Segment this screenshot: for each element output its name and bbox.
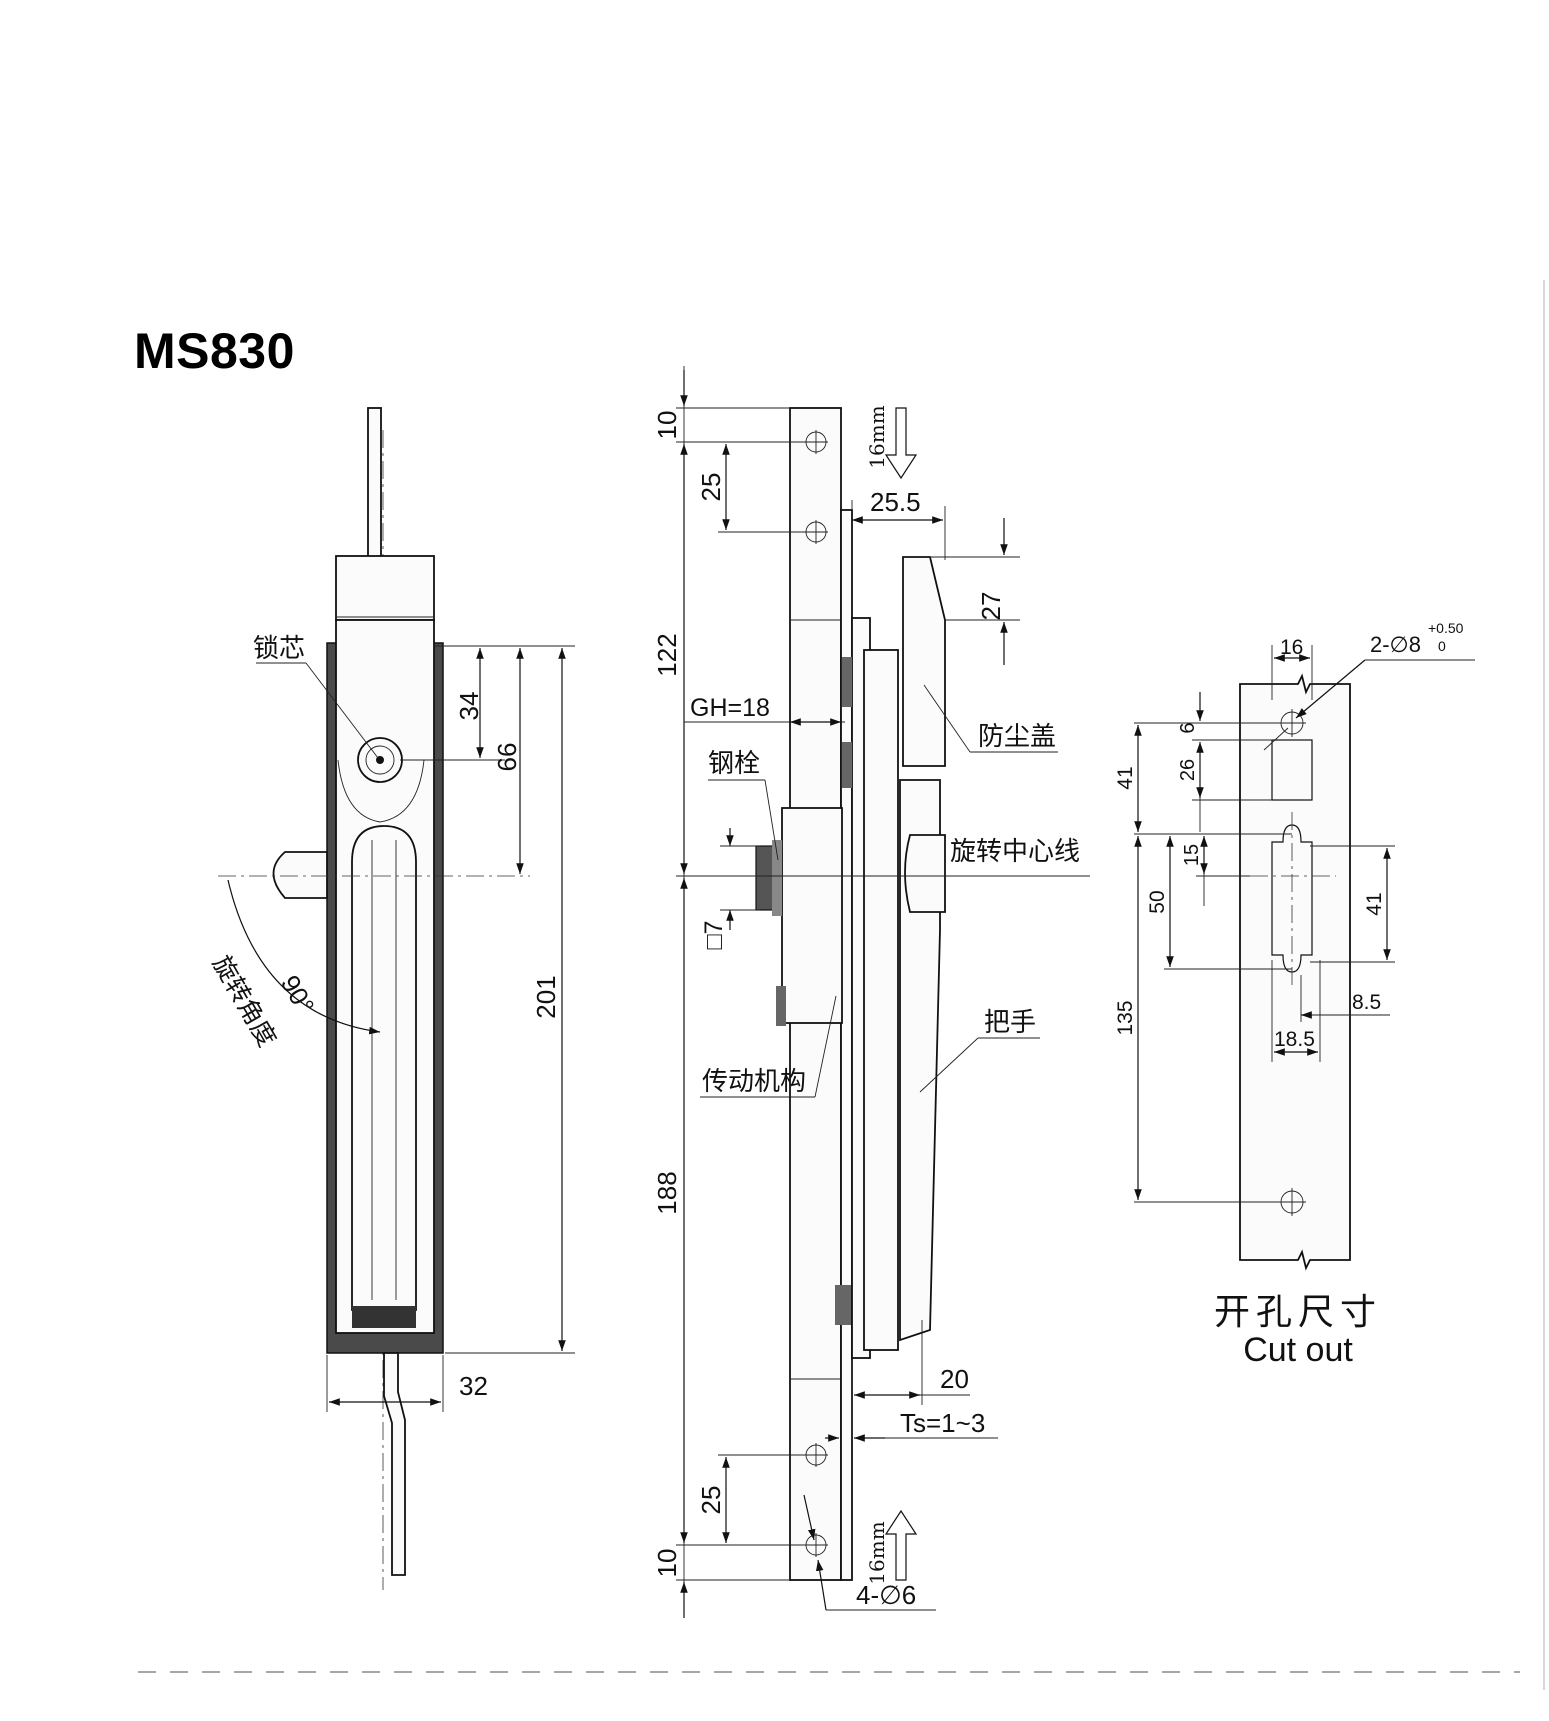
dim-41-left: 41 — [1114, 766, 1137, 789]
dim-8-5: 8.5 — [1352, 991, 1381, 1014]
bottom-rod — [383, 1352, 406, 1576]
dim-27: 27 — [976, 592, 1006, 621]
dim-gh: GH=18 — [690, 694, 770, 722]
rotation-center-label: 旋转中心线 — [950, 837, 1080, 867]
handle-side — [899, 779, 941, 1342]
dim-122: 122 — [652, 633, 682, 676]
lock-core-label: 锁芯 — [253, 634, 305, 664]
dim-bottom-10: 10 — [652, 1549, 682, 1578]
dim-square-7: □7 — [700, 920, 728, 949]
rotation-angle-label: 旋转角度 — [207, 951, 282, 1052]
arrow-bottom-label: 16mm — [865, 1521, 889, 1584]
top-rod — [367, 407, 382, 559]
dim-32: 32 — [459, 1371, 488, 1401]
dim-50: 50 — [1146, 890, 1169, 913]
dim-20: 20 — [940, 1364, 969, 1394]
body-housing — [863, 649, 899, 1351]
side-tab — [272, 851, 328, 899]
angle-arc — [227, 879, 381, 1035]
transmission-label: 传动机构 — [702, 1067, 806, 1097]
dim-ts: Ts=1~3 — [900, 1408, 985, 1438]
square-cutout — [1271, 739, 1313, 801]
dim-bottom-25: 25 — [696, 1486, 726, 1515]
dim-top-10: 10 — [652, 411, 682, 440]
handle-grip — [351, 825, 417, 1311]
angle-dim: 90° — [275, 970, 321, 1019]
arrow-up-icon — [884, 1509, 918, 1581]
dim-201: 201 — [531, 975, 561, 1018]
dim-top-25: 25 — [696, 473, 726, 502]
front-view: 90° 旋转角度 锁芯 34 66 201 32 — [207, 407, 575, 1590]
dim-18-5: 18.5 — [1274, 1028, 1315, 1051]
arrow-down-icon — [884, 407, 918, 480]
dim-26: 26 — [1177, 759, 1199, 781]
tolerance-upper: +0.50 — [1428, 620, 1464, 636]
cutout-caption-cn: 开孔尺寸 — [1213, 1292, 1382, 1333]
rotation-hub — [904, 834, 946, 913]
dim-15: 15 — [1181, 844, 1203, 866]
dim-188: 188 — [652, 1171, 682, 1214]
handle-label: 把手 — [984, 1008, 1036, 1038]
dim-2-holes: 2-∅8 — [1370, 632, 1421, 657]
dim-135: 135 — [1114, 1000, 1137, 1035]
tolerance-lower: 0 — [1438, 638, 1446, 654]
dim-6: 6 — [1177, 722, 1199, 733]
dim-34: 34 — [454, 692, 484, 721]
top-cap — [335, 555, 435, 621]
cutout-view: 16 2-∅8 +0.50 0 41 6 26 15 50 41 8.5 — [1114, 620, 1475, 1271]
transmission-block — [781, 807, 843, 1024]
arrow-top-label: 16mm — [865, 405, 889, 468]
dim-25-5: 25.5 — [870, 487, 921, 517]
steel-bolt-label: 钢栓 — [708, 749, 760, 779]
dim-66: 66 — [492, 743, 522, 772]
handle-end — [352, 1306, 416, 1328]
cutout-caption-en: Cut out — [1243, 1331, 1353, 1369]
dim-4-holes: 4-∅6 — [856, 1580, 916, 1610]
dust-cover — [902, 556, 946, 767]
side-view: 10 122 188 10 25 25 GH=18 □7 16mm 16mm 2… — [652, 366, 1090, 1618]
model-title: MS830 — [134, 323, 295, 379]
dim-16: 16 — [1280, 636, 1303, 659]
dim-41-right: 41 — [1363, 892, 1386, 915]
dust-cover-label: 防尘盖 — [978, 722, 1056, 752]
